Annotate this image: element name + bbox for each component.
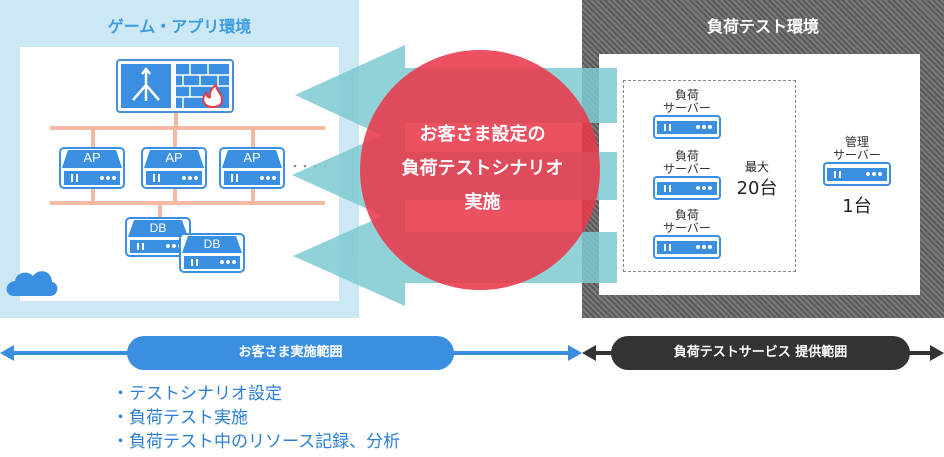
load-server-label: 負荷 サーバー — [663, 88, 711, 115]
load-server-icon — [653, 115, 721, 139]
ap-server-label: AP — [165, 150, 183, 165]
service-range-label: 負荷テストサービス 提供範囲 — [611, 336, 910, 370]
task-item: テストシナリオ設定 — [112, 382, 400, 406]
network-lines — [50, 112, 325, 222]
load-server-count: 20台 — [736, 178, 778, 199]
game-app-environment-title: ゲーム・アプリ環境 — [107, 17, 252, 36]
db-server-label: DB — [149, 221, 167, 235]
load-server-icon — [653, 235, 721, 259]
task-item: 負荷テスト中のリソース記録、分析 — [112, 430, 400, 454]
fire-icon — [202, 83, 224, 109]
load-server-label: 負荷 サーバー — [663, 149, 711, 176]
cloud-icon — [6, 271, 58, 296]
load-server-group — [623, 80, 796, 272]
scenario-circle — [360, 50, 600, 290]
management-server-count: 1台 — [842, 196, 872, 217]
firewall-icon — [176, 64, 229, 108]
scenario-line-1: お客さま設定の — [419, 124, 546, 145]
load-server-label: 負荷 サーバー — [663, 208, 711, 235]
customer-task-list: テストシナリオ設定 負荷テスト実施 負荷テスト中のリソース記録、分析 — [112, 382, 400, 454]
db-server-icon — [125, 217, 191, 257]
scenario-text: お客さま設定の 負荷テストシナリオ 実施 — [365, 118, 600, 220]
management-server-icon — [823, 162, 891, 186]
ap-server-icon — [219, 147, 285, 189]
load-server-icon — [653, 176, 721, 200]
load-balancer-icon — [132, 66, 160, 101]
customer-range-label: お客さま実施範囲 — [127, 336, 454, 370]
db-server-icon — [179, 233, 245, 273]
scenario-line-3: 実施 — [464, 192, 501, 213]
ap-server-label: AP — [83, 150, 101, 165]
load-server-max-caption: 最大 — [744, 160, 769, 174]
db-server-label: DB — [203, 237, 221, 251]
scenario-line-2: 負荷テストシナリオ — [401, 158, 564, 179]
ap-server-label: AP — [243, 150, 261, 165]
load-test-environment-title: 負荷テスト環境 — [706, 17, 819, 36]
task-item: 負荷テスト実施 — [112, 406, 400, 430]
ap-server-icon — [59, 147, 125, 189]
management-server-label: 管理 サーバー — [833, 135, 881, 162]
ap-server-icon — [141, 147, 207, 189]
